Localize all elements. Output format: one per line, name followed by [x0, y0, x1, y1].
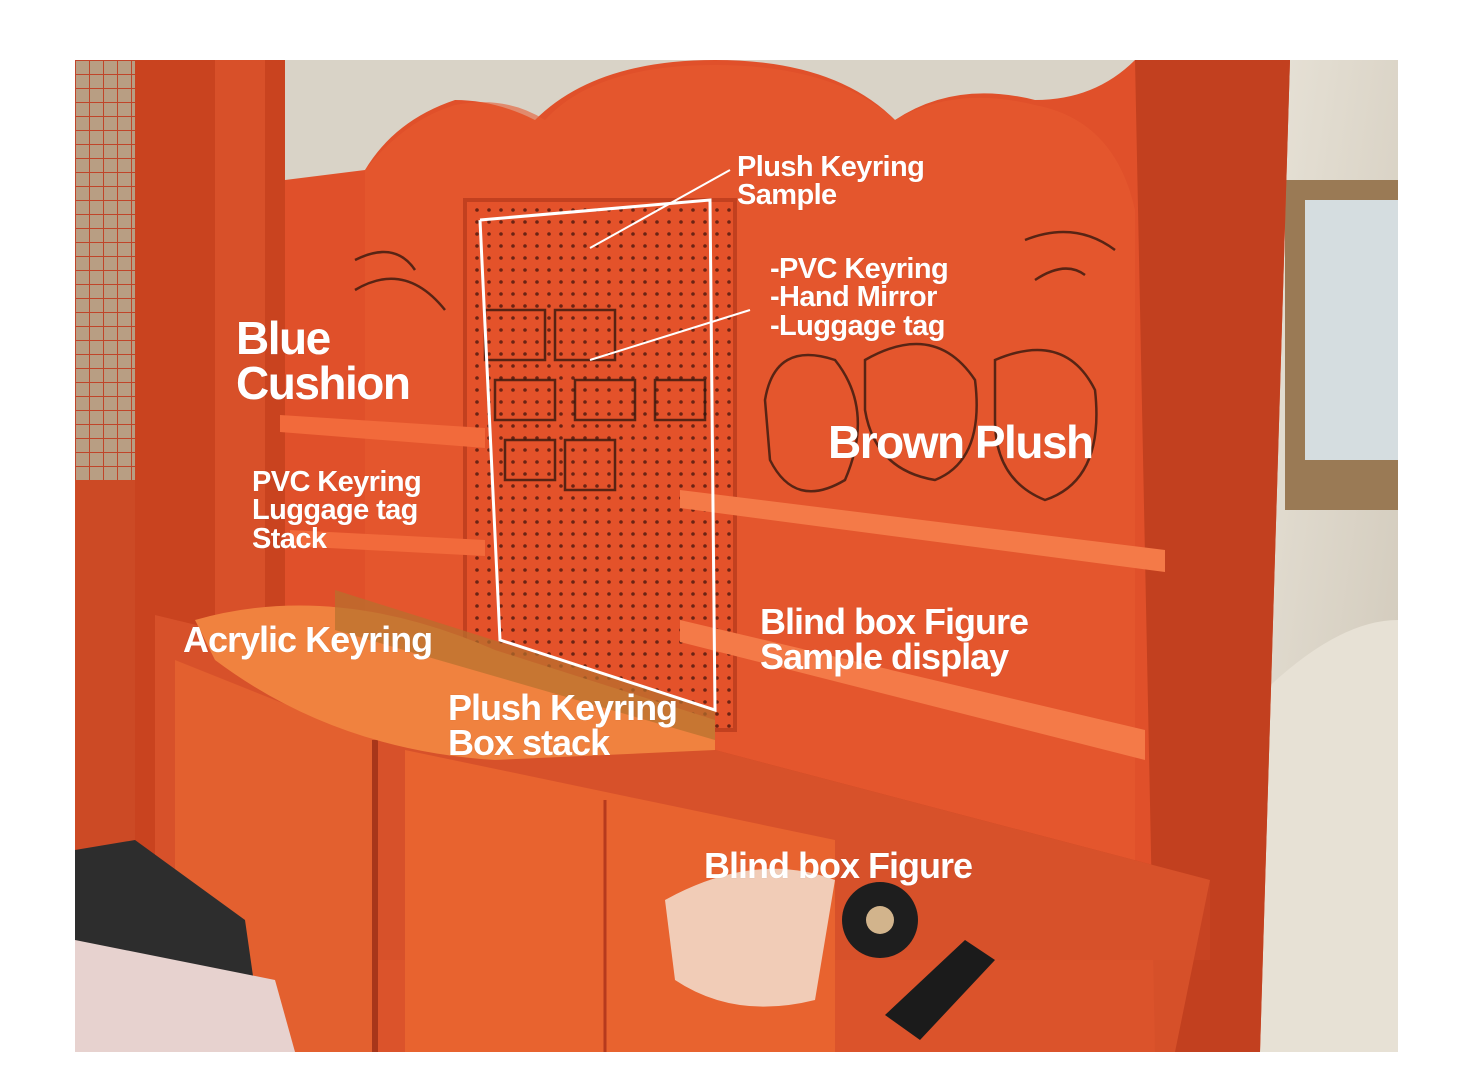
label-pvc-stack: PVC Keyring Luggage tag Stack [252, 466, 422, 555]
label-blind-box-figure: Blind box Figure [704, 845, 973, 886]
booth-illustration [75, 60, 1398, 1052]
label-plush-keyring-sample: Plush Keyring Sample [737, 151, 925, 212]
label-blue-cushion: Blue Cushion [236, 312, 411, 410]
label-pvc-list: -PVC Keyring -Hand Mirror -Luggage tag [770, 253, 949, 342]
label-blind-box-sample: Blind box Figure Sample display [760, 601, 1029, 678]
label-acrylic-keyring: Acrylic Keyring [183, 619, 433, 660]
label-brown-plush: Brown Plush [828, 416, 1094, 468]
booth-photo [75, 60, 1398, 1052]
label-plush-box-stack: Plush Keyring Box stack [448, 687, 678, 764]
